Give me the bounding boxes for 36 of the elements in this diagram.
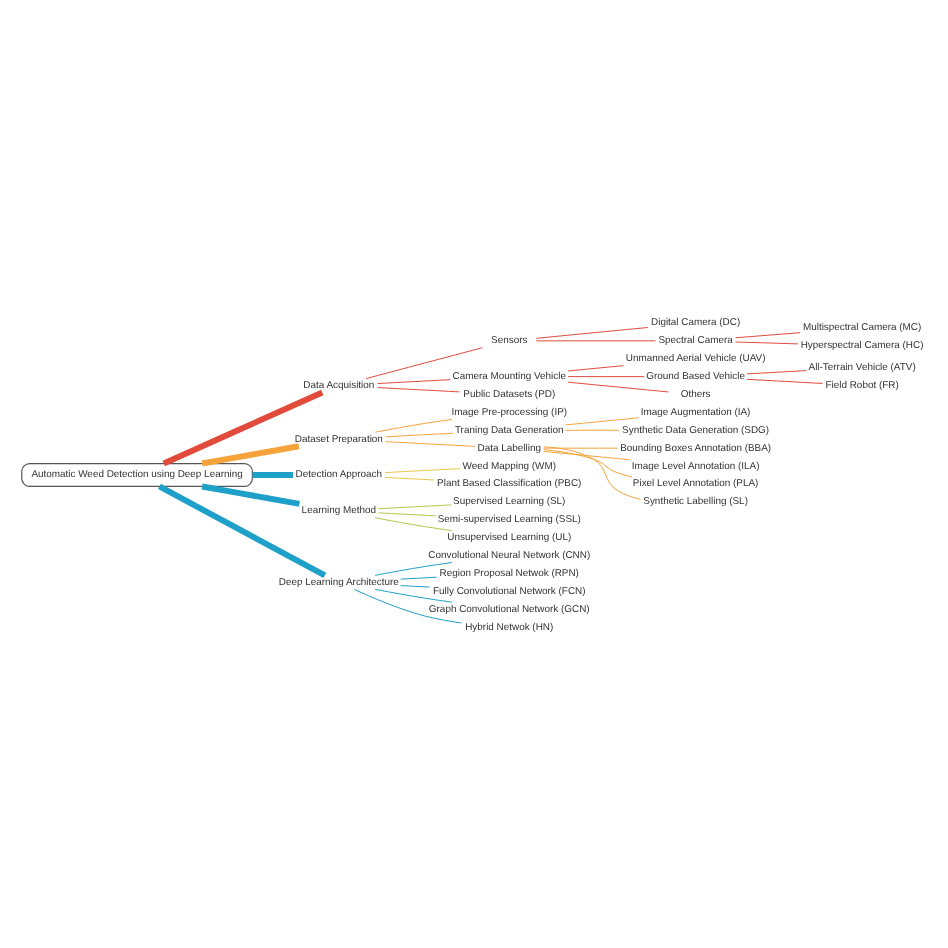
connector [567, 364, 624, 371]
connector [567, 375, 645, 377]
connector [374, 417, 453, 432]
connector [565, 416, 639, 425]
connector [543, 445, 642, 499]
connector [385, 431, 454, 437]
connector [377, 378, 451, 384]
connector [400, 584, 431, 587]
connector [735, 340, 799, 344]
connector [746, 377, 824, 383]
connector [201, 482, 300, 506]
connector [565, 428, 621, 430]
connector [746, 369, 807, 374]
connector [384, 475, 435, 480]
connector [567, 380, 669, 392]
connector [374, 516, 453, 531]
connector [385, 440, 476, 446]
connector [535, 339, 657, 341]
connector [365, 346, 483, 379]
connector [543, 448, 633, 477]
connector [374, 561, 453, 575]
connector [252, 471, 293, 477]
connector [374, 587, 453, 602]
connector [378, 511, 437, 516]
connector [384, 467, 461, 473]
connector [535, 326, 649, 338]
connector [735, 331, 801, 338]
connector [201, 442, 300, 466]
connector [543, 446, 619, 448]
connector [162, 388, 324, 466]
connector [378, 503, 453, 509]
connector [543, 449, 630, 460]
connector [400, 575, 438, 579]
connector [158, 482, 327, 577]
connector [353, 587, 462, 623]
connector [377, 386, 460, 392]
